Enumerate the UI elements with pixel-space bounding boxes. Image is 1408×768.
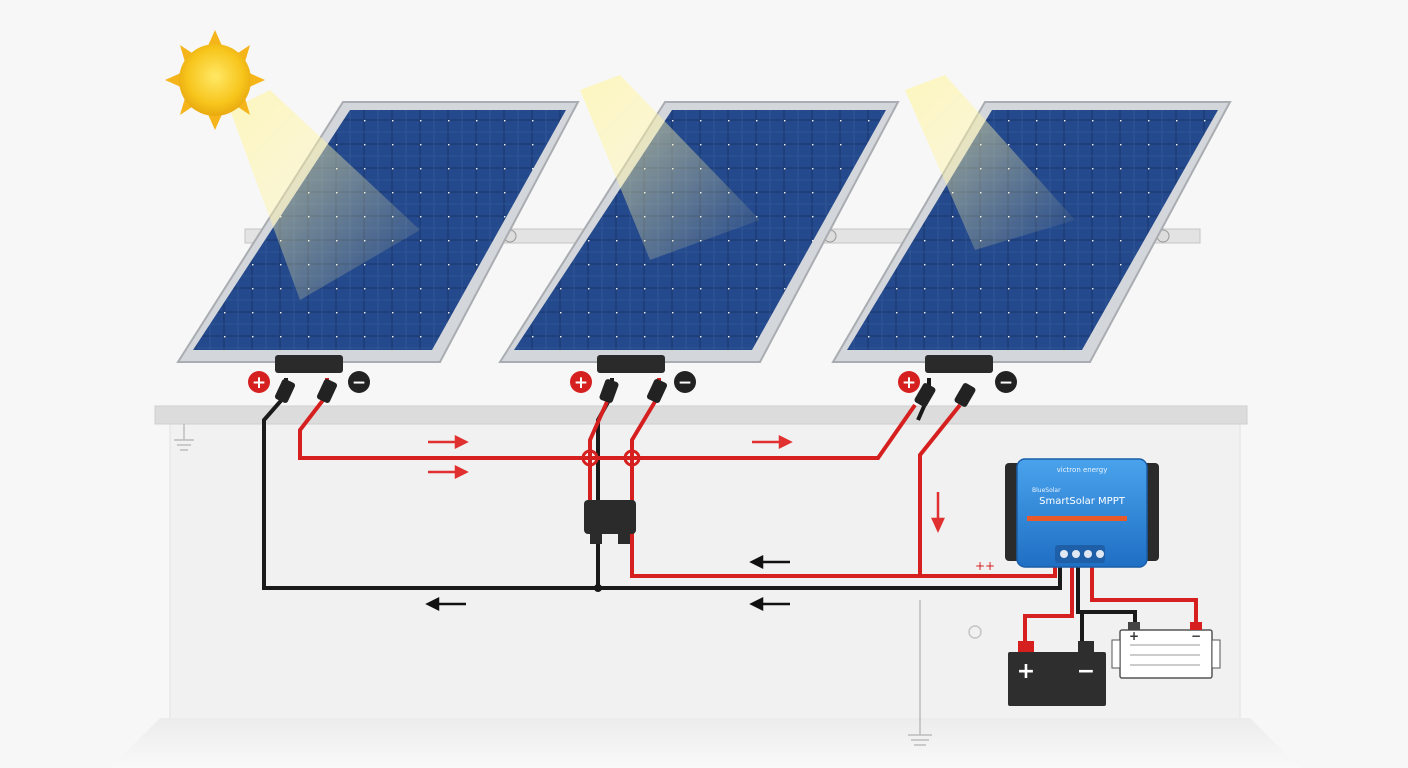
mounting-shelf bbox=[154, 405, 1248, 425]
panel-1-positive-marker: + bbox=[248, 371, 270, 393]
mppt-charge-controller: victron energy BlueSolar SmartSolar MPPT bbox=[1005, 458, 1159, 568]
junction-box-3 bbox=[925, 355, 993, 373]
flow-arrow-left-2 bbox=[749, 596, 790, 612]
wire-crossover-2 bbox=[623, 449, 641, 467]
wire-junction-dot bbox=[594, 584, 602, 592]
secondary-battery-positive: + bbox=[1129, 629, 1139, 643]
secondary-battery-negative: − bbox=[1191, 629, 1201, 643]
branch-connector bbox=[584, 500, 636, 544]
sun-icon bbox=[165, 30, 265, 130]
flow-arrow-right-3 bbox=[752, 434, 793, 450]
panel-2-positive-symbol: + bbox=[574, 373, 588, 393]
panel-2-negative-marker: − bbox=[674, 371, 696, 393]
panel-1-negative-marker: − bbox=[348, 371, 370, 393]
positive-flow-arrows bbox=[428, 434, 945, 534]
flow-arrow-down bbox=[931, 492, 945, 534]
panel-3-positive-marker: + bbox=[898, 371, 920, 393]
flow-arrow-left-1 bbox=[749, 554, 790, 570]
junction-box-1 bbox=[275, 355, 343, 373]
controller-brand: victron energy bbox=[1057, 466, 1108, 474]
main-battery-positive: + bbox=[1017, 659, 1035, 684]
main-battery-negative: − bbox=[1077, 659, 1095, 684]
flow-arrow-right-1 bbox=[428, 434, 469, 450]
controller-pv-input-mark: ++ bbox=[975, 559, 995, 573]
sun-beam-2 bbox=[580, 75, 760, 260]
terminal-2 bbox=[1072, 550, 1080, 558]
sun-beam-3 bbox=[905, 75, 1075, 250]
controller-model: SmartSolar MPPT bbox=[1039, 496, 1126, 507]
terminal-3 bbox=[1084, 550, 1092, 558]
panel-1-positive-symbol: + bbox=[252, 373, 266, 393]
terminal-4 bbox=[1096, 550, 1104, 558]
wire-crossover-1 bbox=[581, 449, 599, 467]
flow-arrow-right-2 bbox=[428, 464, 469, 480]
terminal-1 bbox=[1060, 550, 1068, 558]
ground-symbol-left bbox=[174, 424, 194, 451]
mc4-connectors bbox=[274, 379, 976, 407]
panel-3-negative-symbol: − bbox=[999, 373, 1013, 393]
controller-subtitle: BlueSolar bbox=[1032, 487, 1061, 494]
controller-status-strip bbox=[1027, 516, 1127, 521]
panel-2-negative-symbol: − bbox=[678, 373, 692, 393]
ground-symbol-bottom bbox=[908, 600, 932, 746]
floor bbox=[110, 718, 1300, 768]
junction-box-2 bbox=[597, 355, 665, 373]
main-battery: + − bbox=[1008, 641, 1106, 706]
panel-2-positive-marker: + bbox=[570, 371, 592, 393]
panel-1-negative-symbol: − bbox=[352, 373, 366, 393]
wall-screw bbox=[968, 625, 982, 639]
secondary-battery: + − bbox=[1111, 622, 1221, 679]
negative-flow-arrows bbox=[425, 554, 790, 612]
flow-arrow-left-3 bbox=[425, 596, 466, 612]
panel-3-negative-marker: − bbox=[995, 371, 1017, 393]
sun-beam-1 bbox=[230, 90, 420, 300]
panel-3-positive-symbol: + bbox=[902, 373, 916, 393]
